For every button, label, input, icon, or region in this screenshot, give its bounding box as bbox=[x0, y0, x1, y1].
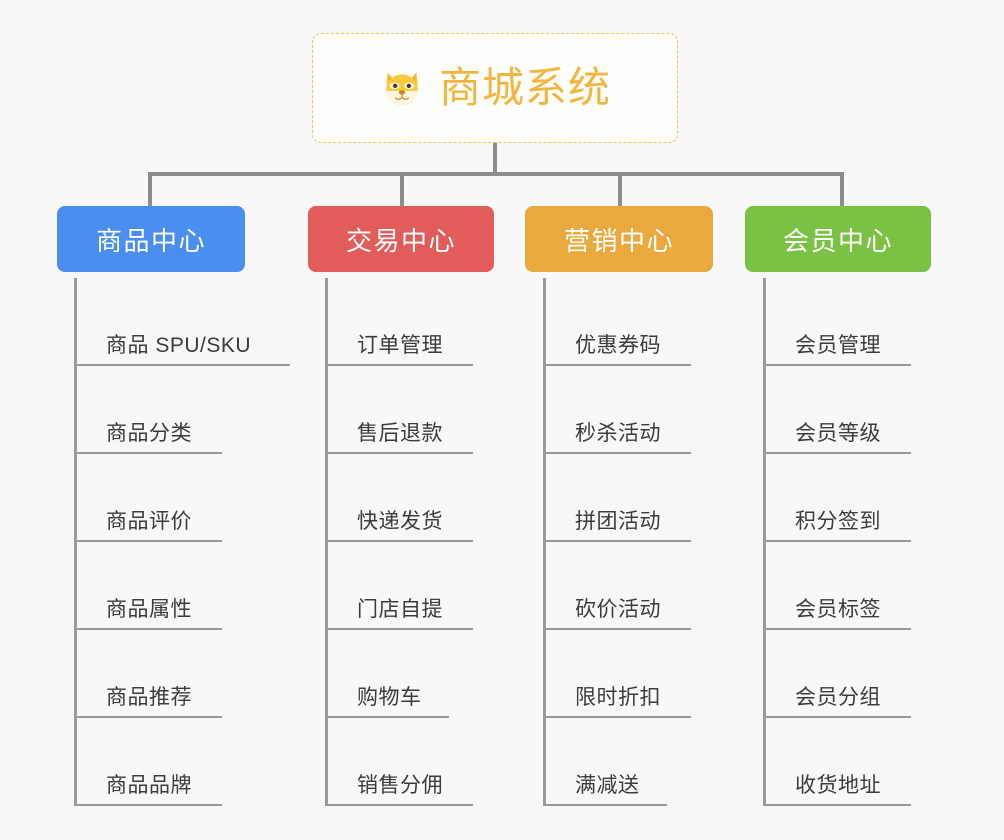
connector-drop-3 bbox=[618, 172, 622, 208]
leaf-item[interactable]: 销售分佣 bbox=[325, 718, 473, 806]
leaf-item[interactable]: 会员标签 bbox=[763, 542, 911, 630]
leaf-item-underline bbox=[763, 452, 911, 454]
category-label: 交易中心 bbox=[345, 225, 456, 256]
leaf-item-label: 会员等级 bbox=[795, 422, 881, 445]
leaf-item-label: 会员分组 bbox=[795, 686, 881, 709]
leaf-item-label: 门店自提 bbox=[357, 598, 443, 621]
leaf-item-underline bbox=[763, 716, 911, 718]
leaf-item[interactable]: 拼团活动 bbox=[543, 454, 691, 542]
root-node[interactable]: 商城系统 bbox=[312, 33, 678, 143]
leaf-item-underline bbox=[543, 628, 691, 630]
leaf-item-underline bbox=[325, 628, 473, 630]
leaf-spine bbox=[763, 278, 766, 806]
leaf-item[interactable]: 商品品牌 bbox=[74, 718, 251, 806]
connector-root-stem bbox=[493, 143, 497, 175]
leaf-item[interactable]: 订单管理 bbox=[325, 278, 473, 366]
leaf-item-label: 会员管理 bbox=[795, 334, 881, 357]
category-box-0[interactable]: 商品中心 bbox=[57, 206, 245, 272]
leaf-item[interactable]: 商品评价 bbox=[74, 454, 251, 542]
leaf-item-label: 销售分佣 bbox=[357, 774, 443, 797]
leaf-item[interactable]: 商品推荐 bbox=[74, 630, 251, 718]
leaf-item-underline bbox=[543, 540, 691, 542]
leaf-item-underline bbox=[74, 628, 222, 630]
leaf-item[interactable]: 秒杀活动 bbox=[543, 366, 691, 454]
dog-face-icon bbox=[379, 65, 425, 111]
leaf-item-underline bbox=[763, 628, 911, 630]
leaf-column-1: 订单管理售后退款快递发货门店自提购物车销售分佣 bbox=[325, 278, 473, 806]
leaf-item-label: 商品评价 bbox=[106, 510, 192, 533]
leaf-spine bbox=[74, 278, 77, 806]
leaf-item[interactable]: 积分签到 bbox=[763, 454, 911, 542]
leaf-item[interactable]: 限时折扣 bbox=[543, 630, 691, 718]
leaf-item[interactable]: 商品分类 bbox=[74, 366, 251, 454]
connector-drop-2 bbox=[400, 172, 404, 208]
leaf-item-label: 限时折扣 bbox=[575, 686, 661, 709]
leaf-item-label: 收货地址 bbox=[795, 774, 881, 797]
leaf-item-label: 购物车 bbox=[357, 686, 422, 709]
leaf-item-underline bbox=[763, 804, 911, 806]
leaf-item[interactable]: 砍价活动 bbox=[543, 542, 691, 630]
connector-bus bbox=[148, 172, 844, 176]
leaf-item-label: 满减送 bbox=[575, 774, 640, 797]
leaf-item-label: 售后退款 bbox=[357, 422, 443, 445]
leaf-item-label: 商品 SPU/SKU bbox=[106, 334, 252, 357]
leaf-item[interactable]: 会员管理 bbox=[763, 278, 911, 366]
root-title: 商城系统 bbox=[438, 64, 611, 111]
leaf-item-underline bbox=[763, 540, 911, 542]
leaf-item-underline bbox=[543, 716, 691, 718]
leaf-item-underline bbox=[325, 452, 473, 454]
leaf-item[interactable]: 优惠券码 bbox=[543, 278, 691, 366]
leaf-item-underline bbox=[74, 804, 222, 806]
leaf-item[interactable]: 门店自提 bbox=[325, 542, 473, 630]
category-label: 会员中心 bbox=[782, 225, 893, 256]
leaf-item-underline bbox=[74, 716, 222, 718]
leaf-item-underline bbox=[325, 540, 473, 542]
category-box-1[interactable]: 交易中心 bbox=[308, 206, 494, 272]
leaf-item[interactable]: 商品 SPU/SKU bbox=[74, 278, 290, 366]
leaf-item[interactable]: 会员等级 bbox=[763, 366, 911, 454]
leaf-item-label: 订单管理 bbox=[357, 334, 443, 357]
leaf-column-3: 会员管理会员等级积分签到会员标签会员分组收货地址 bbox=[763, 278, 911, 806]
leaf-column-0: 商品 SPU/SKU 商品分类商品评价商品属性商品推荐商品品牌 bbox=[74, 278, 290, 806]
leaf-item-label: 优惠券码 bbox=[575, 334, 661, 357]
category-label: 营销中心 bbox=[563, 225, 674, 256]
leaf-spine bbox=[543, 278, 546, 806]
leaf-item-label: 积分签到 bbox=[795, 510, 881, 533]
leaf-item-label: 商品推荐 bbox=[106, 686, 192, 709]
category-box-2[interactable]: 营销中心 bbox=[525, 206, 713, 272]
leaf-item-label: 砍价活动 bbox=[575, 598, 661, 621]
leaf-item-label: 快递发货 bbox=[357, 510, 443, 533]
leaf-item[interactable]: 快递发货 bbox=[325, 454, 473, 542]
leaf-item[interactable]: 收货地址 bbox=[763, 718, 911, 806]
category-label: 商品中心 bbox=[95, 225, 206, 256]
leaf-item-underline bbox=[543, 452, 691, 454]
leaf-item-underline bbox=[543, 364, 691, 366]
leaf-item-underline bbox=[543, 804, 667, 806]
leaf-spine bbox=[325, 278, 328, 806]
leaf-item[interactable]: 会员分组 bbox=[763, 630, 911, 718]
category-box-3[interactable]: 会员中心 bbox=[745, 206, 931, 272]
leaf-item-label: 商品属性 bbox=[106, 598, 192, 621]
connector-drop-1 bbox=[148, 172, 152, 208]
leaf-item[interactable]: 售后退款 bbox=[325, 366, 473, 454]
leaf-item[interactable]: 购物车 bbox=[325, 630, 449, 718]
leaf-item-underline bbox=[325, 364, 473, 366]
leaf-item-underline bbox=[763, 364, 911, 366]
leaf-item-label: 秒杀活动 bbox=[575, 422, 661, 445]
leaf-item-label: 商品品牌 bbox=[106, 774, 192, 797]
leaf-item-underline bbox=[325, 804, 473, 806]
leaf-item-underline bbox=[74, 540, 222, 542]
connector-drop-4 bbox=[840, 172, 844, 208]
leaf-item-label: 商品分类 bbox=[106, 422, 192, 445]
leaf-column-2: 优惠券码秒杀活动拼团活动砍价活动限时折扣满减送 bbox=[543, 278, 691, 806]
leaf-item-underline bbox=[74, 452, 222, 454]
leaf-item-underline bbox=[325, 716, 449, 718]
leaf-item[interactable]: 满减送 bbox=[543, 718, 667, 806]
leaf-item-label: 拼团活动 bbox=[575, 510, 661, 533]
leaf-item-underline bbox=[74, 364, 290, 366]
leaf-item-label: 会员标签 bbox=[795, 598, 881, 621]
leaf-item[interactable]: 商品属性 bbox=[74, 542, 251, 630]
